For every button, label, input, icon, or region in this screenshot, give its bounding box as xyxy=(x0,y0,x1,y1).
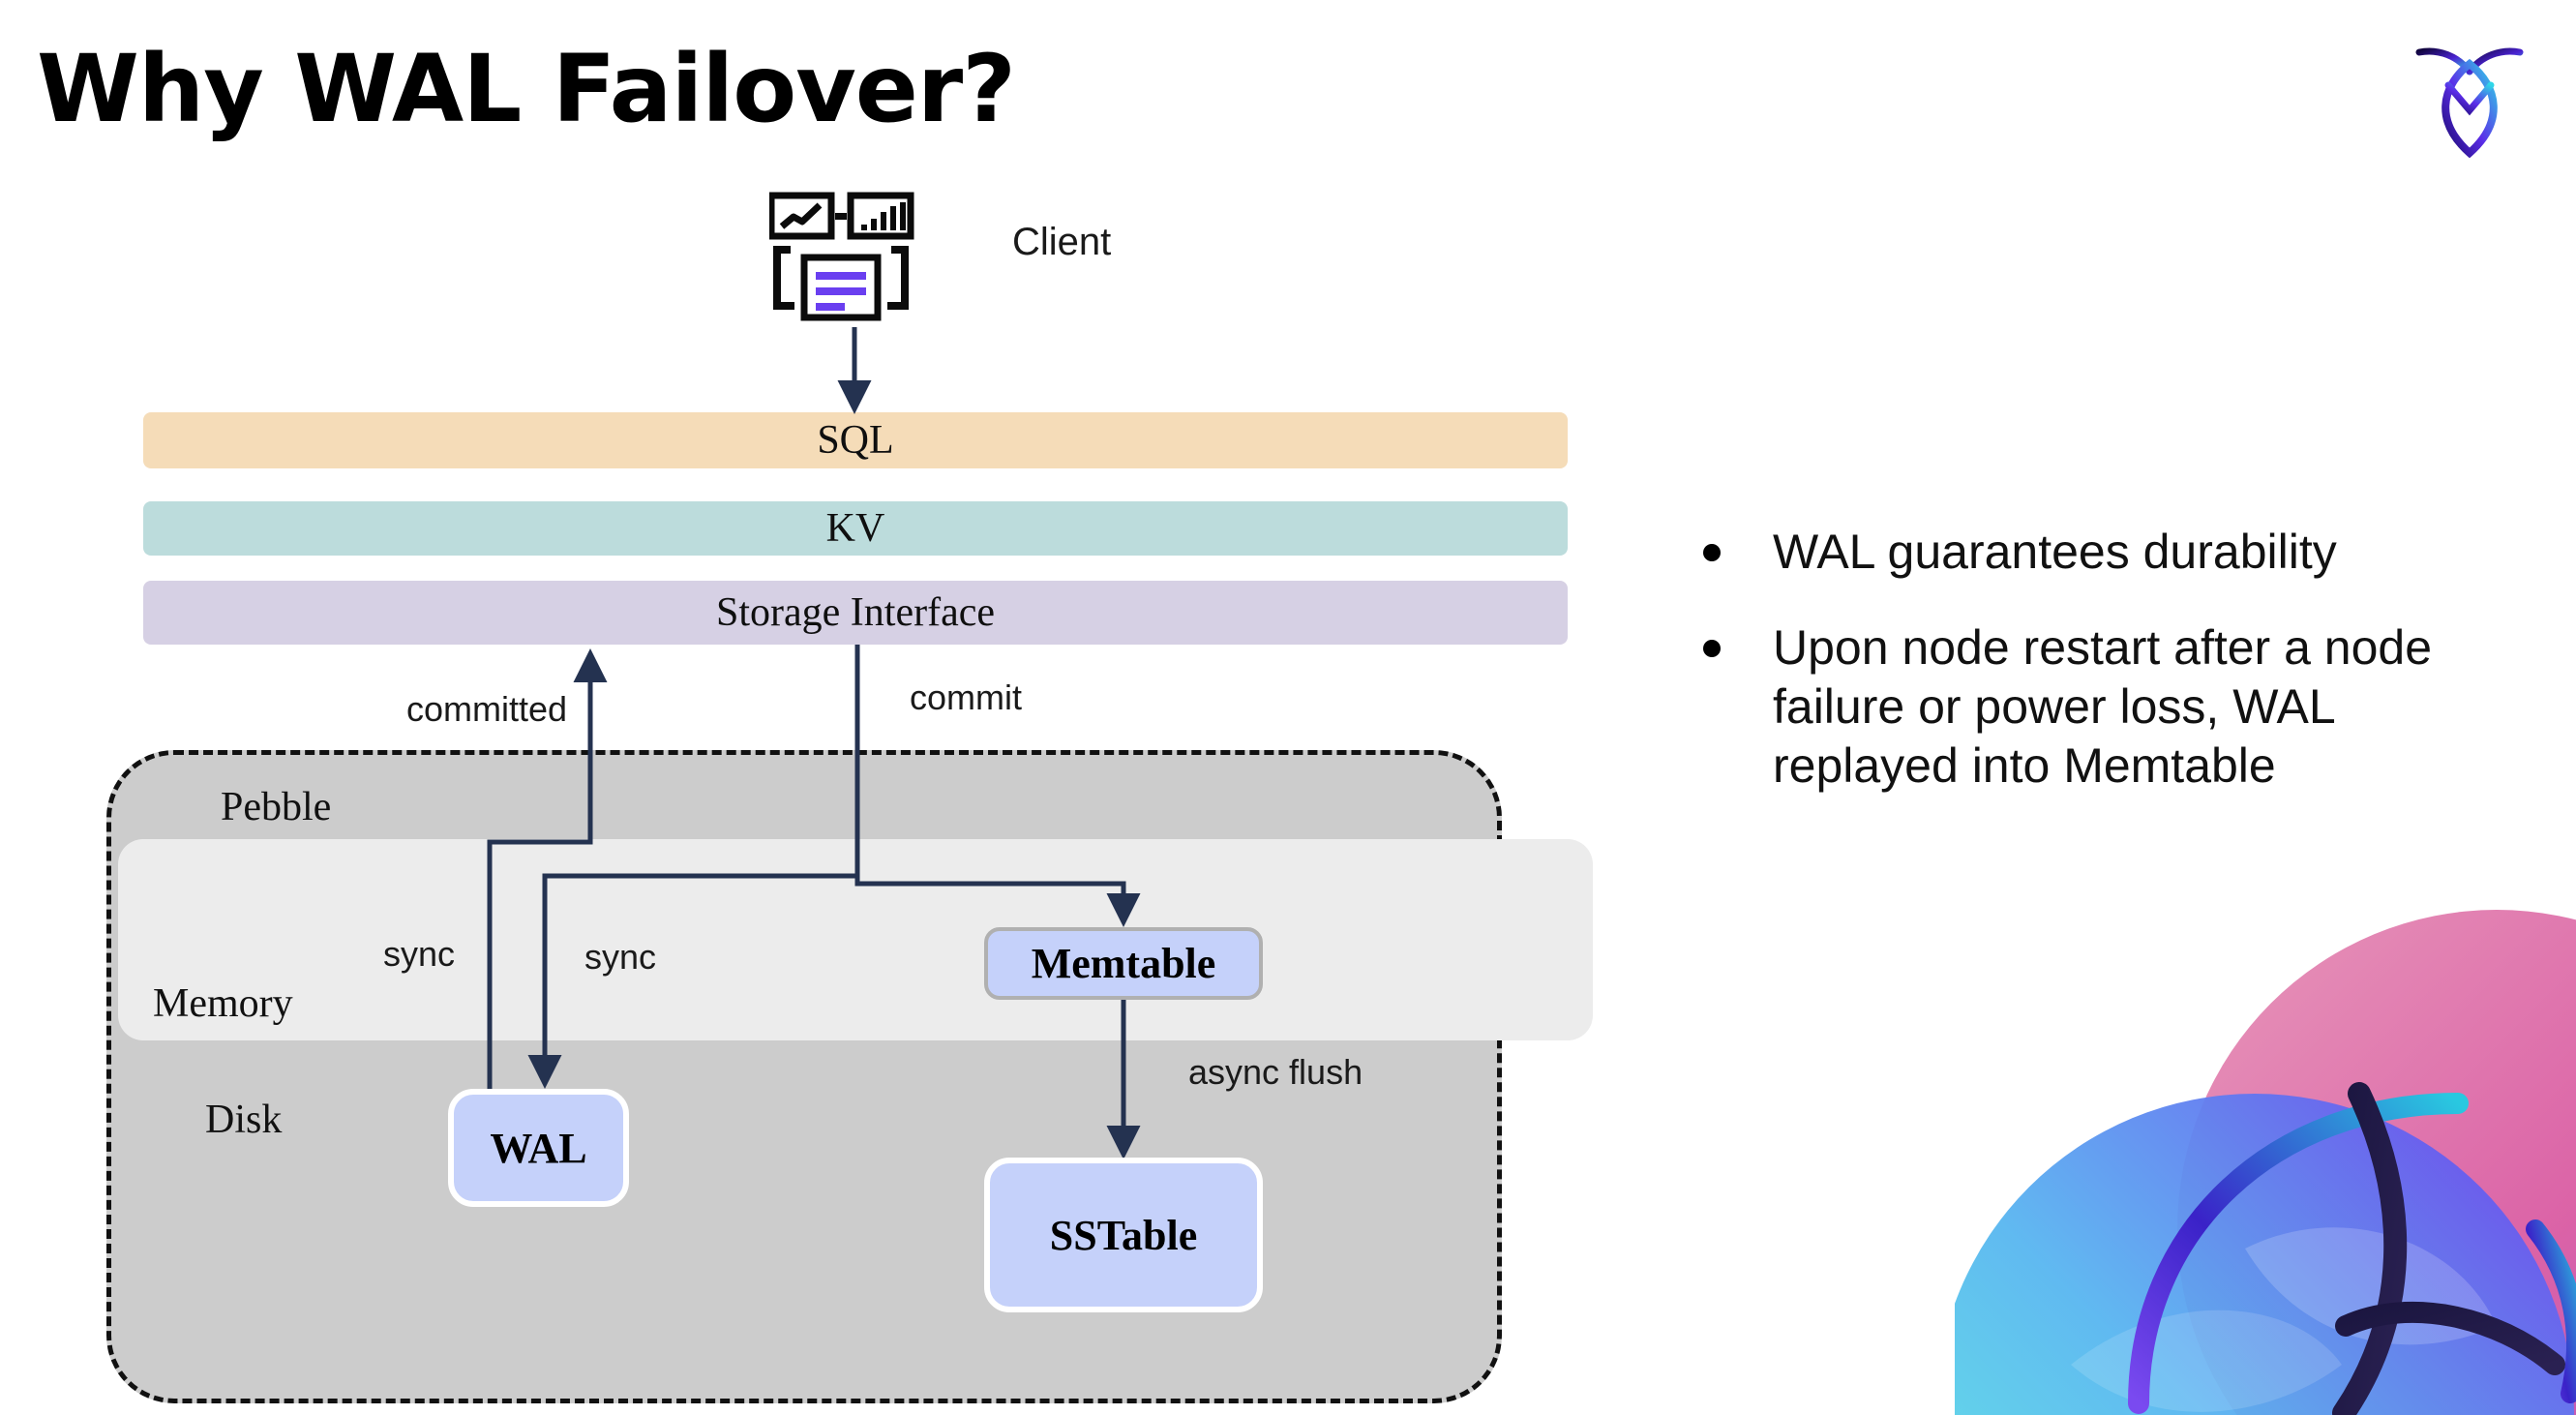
edge-label-sync-1: sync xyxy=(383,934,456,974)
stack-bar-storage-interface: Storage Interface xyxy=(143,581,1568,645)
node-sstable: SSTable xyxy=(984,1158,1263,1312)
stack-bar-sql-label: SQL xyxy=(817,418,894,463)
cockroachdb-logo xyxy=(2411,33,2528,159)
bullet-list: WAL guarantees durability Upon node rest… xyxy=(1703,523,2516,832)
memory-label: Memory xyxy=(153,981,293,1026)
list-item: WAL guarantees durability xyxy=(1703,523,2516,582)
edge-label-committed: committed xyxy=(406,689,568,729)
edge-label-sync-2: sync xyxy=(584,937,657,977)
list-item: Upon node restart after a node failure o… xyxy=(1703,618,2516,796)
edge-label-commit: commit xyxy=(910,677,1022,717)
node-wal: WAL xyxy=(448,1089,629,1207)
client-dashboard-icon xyxy=(767,192,934,327)
bullet-text: Upon node restart after a node failure o… xyxy=(1773,620,2433,793)
disk-label: Disk xyxy=(205,1098,283,1142)
pebble-label: Pebble xyxy=(221,785,332,829)
bullet-dot-icon xyxy=(1703,544,1721,561)
node-memtable-label: Memtable xyxy=(1031,940,1216,987)
node-sstable-label: SSTable xyxy=(1049,1211,1198,1259)
bullet-text: WAL guarantees durability xyxy=(1773,525,2337,579)
stack-bar-kv-label: KV xyxy=(825,506,885,551)
stack-bar-kv: KV xyxy=(143,501,1568,556)
bullet-dot-icon xyxy=(1703,640,1721,657)
page-title: Why WAL Failover? xyxy=(37,35,1016,143)
node-memtable: Memtable xyxy=(984,927,1263,1000)
client-label: Client xyxy=(1012,221,1112,263)
node-wal-label: WAL xyxy=(490,1124,587,1172)
stack-bar-storage-interface-label: Storage Interface xyxy=(716,590,995,635)
decorative-corner-graphic xyxy=(1955,910,2576,1415)
stack-bar-sql: SQL xyxy=(143,412,1568,468)
memory-region xyxy=(118,839,1593,1040)
edge-label-async-flush: async flush xyxy=(1188,1052,1363,1092)
